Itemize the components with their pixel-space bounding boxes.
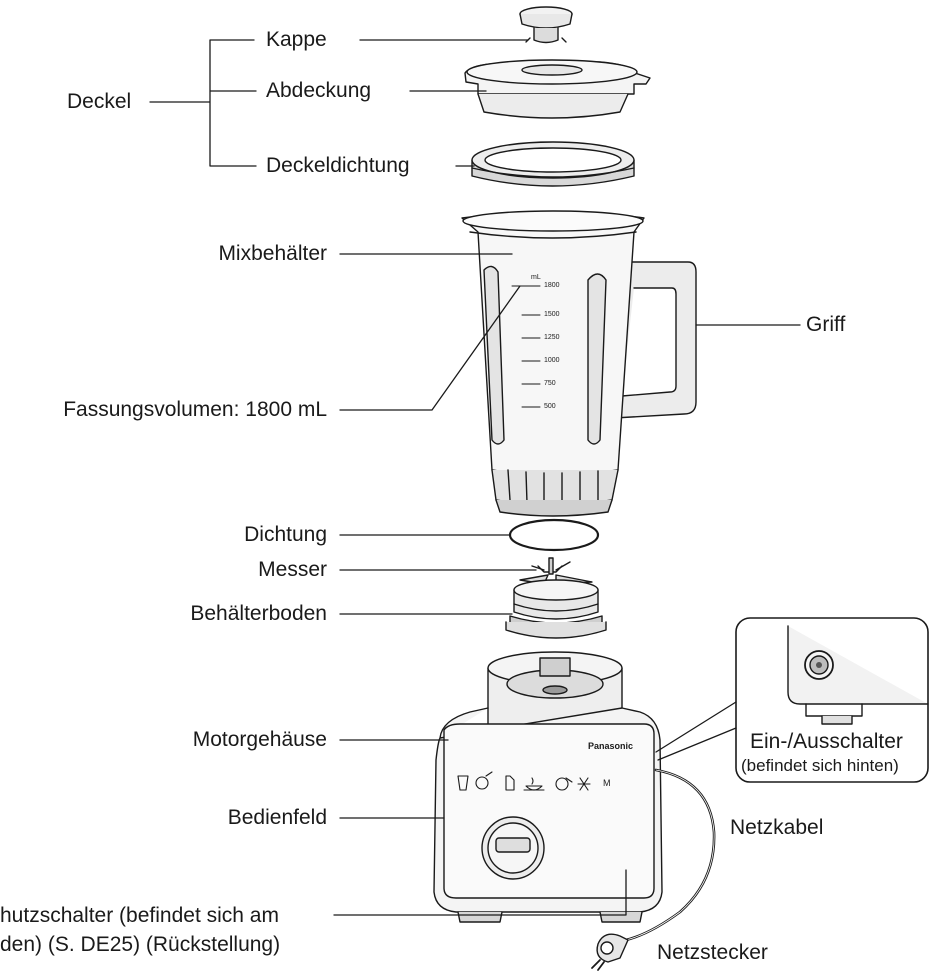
label-messer: Messer <box>258 558 327 581</box>
soup-icon <box>523 777 545 791</box>
scale-unit: mL <box>531 274 541 281</box>
seal-ring-drawing <box>508 518 600 552</box>
label-netzstecker: Netzstecker <box>657 941 768 964</box>
bottle-icon <box>505 775 515 791</box>
label-abdeckung: Abdeckung <box>266 79 372 102</box>
motor-housing-drawing <box>433 651 663 923</box>
label-netzkabel: Netzkabel <box>730 816 824 839</box>
label-fassungsvolumen: Fassungsvolumen: 1800 mL <box>63 398 327 421</box>
scale-mark: 1800 <box>544 282 560 289</box>
switch-inset <box>735 617 929 783</box>
panel-brand: Panasonic <box>588 741 634 751</box>
fruit-icon <box>475 771 493 790</box>
label-deckeldichtung: Deckeldichtung <box>266 154 410 177</box>
power-switch-icon <box>804 650 834 680</box>
label-motorgehaeuse: Motorgehäuse <box>192 728 327 751</box>
label-schutzschalter-line1: hutzschalter (befindet sich am <box>0 904 279 927</box>
label-bedienfeld: Bedienfeld <box>227 806 327 829</box>
frozen-dessert-icon <box>555 777 573 791</box>
scale-mark: 750 <box>544 380 556 387</box>
power-cord-drawing <box>624 768 716 942</box>
cap-drawing <box>519 6 573 44</box>
label-kappe: Kappe <box>266 28 327 51</box>
label-deckel: Deckel <box>67 90 132 113</box>
label-griff: Griff <box>806 313 846 336</box>
power-plug-icon <box>591 933 629 971</box>
jar-drawing <box>461 210 697 517</box>
leader-lines <box>149 39 801 916</box>
label-behaelterboden: Behälterboden <box>190 602 327 625</box>
panel-mode-label: M <box>603 778 611 788</box>
scale-mark: 1250 <box>544 334 560 341</box>
label-ein-ausschalter-note: (befindet sich hinten) <box>741 756 899 775</box>
glass-icon <box>457 775 469 791</box>
scale-mark: 1000 <box>544 357 560 364</box>
label-schutzschalter-line2: den) (S. DE25) (Rückstellung) <box>0 933 281 956</box>
scale-mark: 500 <box>544 403 556 410</box>
scale-ticks <box>511 285 541 408</box>
scale-mark: 1500 <box>544 311 560 318</box>
jar-base-drawing <box>505 579 607 639</box>
snowflake-icon <box>577 777 591 791</box>
lid-seal-drawing <box>471 141 635 187</box>
label-mixbehaelter: Mixbehälter <box>218 242 327 265</box>
label-dichtung: Dichtung <box>244 523 327 546</box>
label-ein-ausschalter: Ein-/Ausschalter <box>750 730 903 753</box>
lid-drawing <box>464 59 651 119</box>
